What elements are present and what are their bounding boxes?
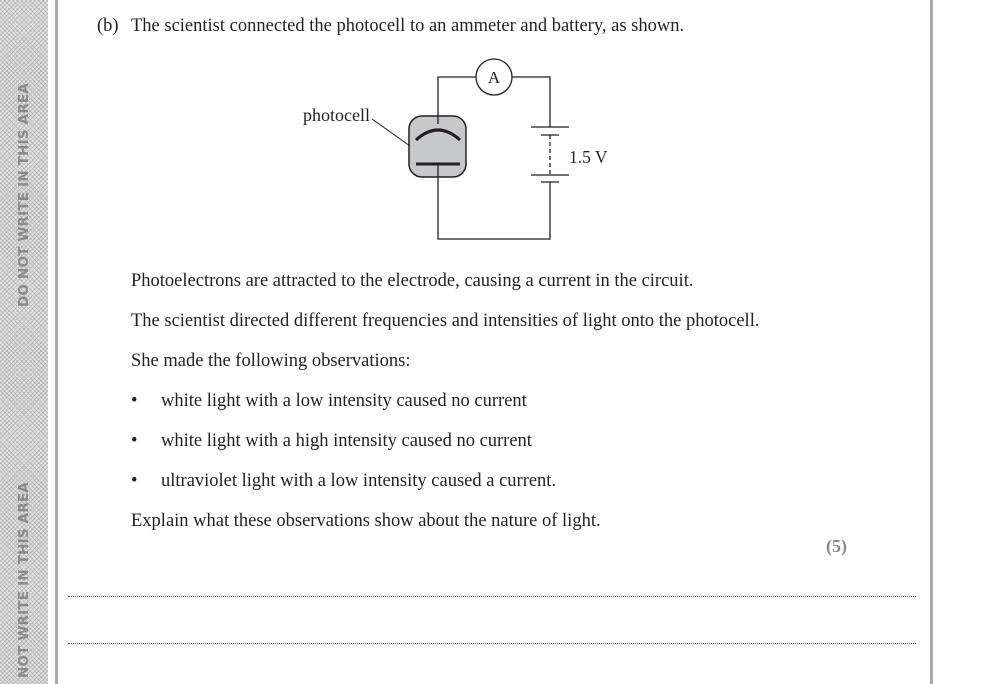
observation-item: white light with a high intensity caused… bbox=[161, 431, 532, 451]
right-border bbox=[930, 0, 933, 684]
bullet: • bbox=[131, 431, 138, 451]
margin-strip: DO NOT WRITE IN THIS AREA DO NOT WRITE I… bbox=[0, 0, 48, 684]
paragraph: The scientist directed different frequen… bbox=[131, 311, 760, 331]
bullet: • bbox=[131, 471, 138, 491]
photocell-label: photocell bbox=[303, 105, 370, 125]
marks-label: (5) bbox=[826, 536, 847, 556]
answer-line[interactable] bbox=[68, 643, 916, 644]
wire bbox=[437, 177, 551, 240]
answer-line[interactable] bbox=[68, 596, 916, 597]
observation-item: ultraviolet light with a low intensity c… bbox=[161, 471, 557, 491]
photocell-leader-line bbox=[371, 118, 411, 147]
ammeter-symbol bbox=[475, 58, 513, 96]
photocell-symbol bbox=[408, 115, 467, 178]
paragraph: Photoelectrons are attracted to the elec… bbox=[131, 271, 694, 291]
ammeter-label: A bbox=[488, 68, 501, 87]
observation-item: white light with a low intensity caused … bbox=[161, 391, 527, 411]
question-prompt: Explain what these observations show abo… bbox=[131, 511, 601, 531]
left-border bbox=[55, 0, 58, 684]
question-part-label: (b) bbox=[97, 16, 119, 36]
question-intro: The scientist connected the photocell to… bbox=[131, 16, 685, 36]
battery-symbol bbox=[531, 126, 569, 183]
bullet: • bbox=[131, 391, 138, 411]
paragraph: She made the following observations: bbox=[131, 351, 411, 371]
battery-voltage-label: 1.5 V bbox=[569, 147, 608, 167]
wire bbox=[437, 76, 476, 116]
wire bbox=[512, 76, 551, 127]
